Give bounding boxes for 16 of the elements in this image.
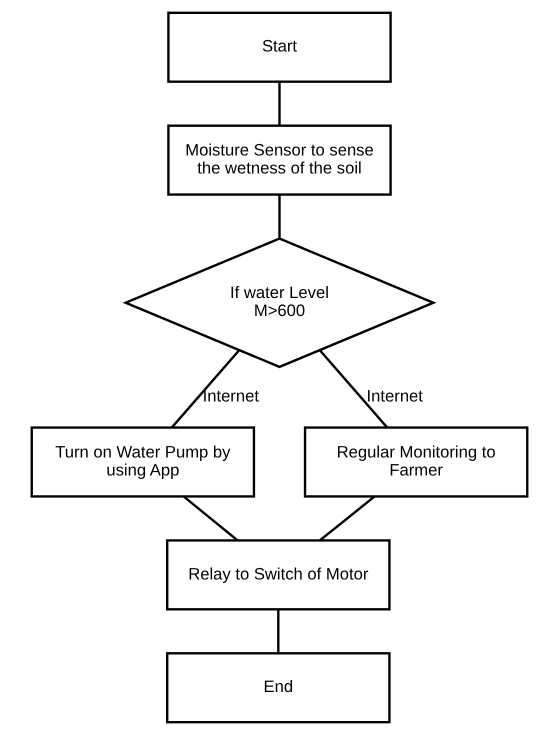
node-box: Moisture Sensor to sense the wetness of the soil [167,124,392,196]
node-diamond: If water Level M>600 [122,237,436,368]
connector [278,82,281,126]
node-box: Regular Monitoring to Farmer [304,426,528,498]
node-box: Start [167,12,392,83]
edge-label: Internet [366,386,423,406]
connector [171,349,240,428]
connector [319,496,376,542]
connector [277,610,280,654]
connector [318,349,388,428]
node-box: Relay to Switch of Motor [166,539,391,610]
node-box: End [166,652,391,724]
connector [278,194,281,238]
node-box: Turn on Water Pump by using App [30,426,256,498]
connector [183,496,238,542]
edge-label: Internet [202,386,259,406]
